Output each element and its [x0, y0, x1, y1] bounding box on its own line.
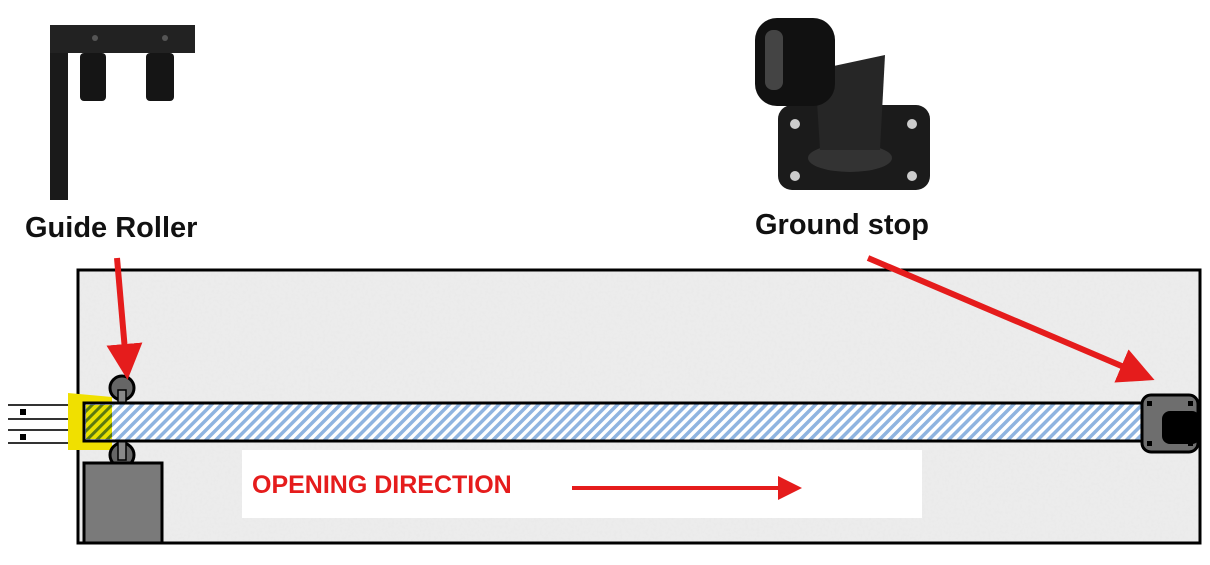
ground-stop-photo	[755, 18, 930, 190]
opening-direction-box	[242, 450, 922, 518]
opening-direction-label: OPENING DIRECTION	[252, 471, 512, 499]
guide-roller-photo	[50, 25, 195, 200]
guide-roller-label: Guide Roller	[25, 212, 198, 244]
ground-stop-label: Ground stop	[755, 209, 929, 241]
sliding-gate	[82, 401, 1158, 443]
ground-stop-pointer-arrow	[866, 255, 1155, 383]
ground-stop-icon	[1140, 393, 1200, 454]
guide-roller-pointer-arrow	[106, 257, 143, 380]
post	[82, 461, 164, 545]
